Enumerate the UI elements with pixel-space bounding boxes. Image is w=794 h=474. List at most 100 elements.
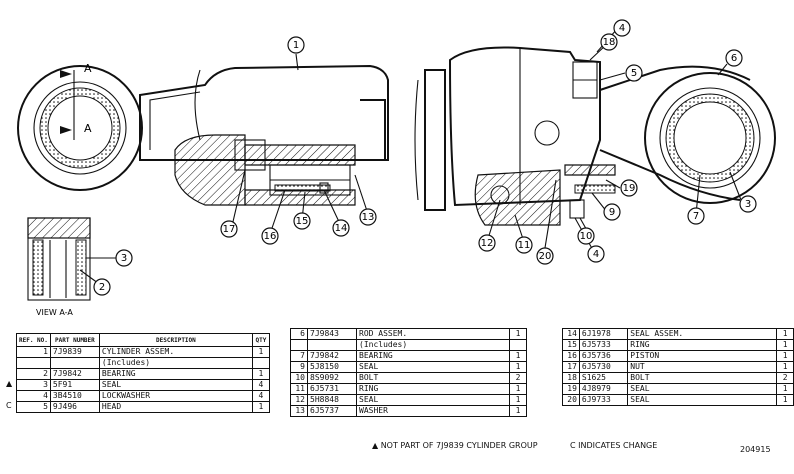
cell-ref: 6 — [290, 328, 308, 340]
cell-desc: SEAL — [627, 383, 778, 395]
cell-part: 6J5730 — [578, 361, 629, 373]
cell-part: 6J5737 — [307, 405, 357, 417]
cell-qty: 1 — [776, 383, 794, 395]
callout-circle — [625, 64, 643, 82]
cell-desc: HEAD — [98, 401, 253, 413]
cell-qty: 4 — [251, 379, 270, 391]
cell-ref: 19 — [562, 383, 580, 395]
cell-qty: 1 — [251, 401, 270, 413]
header-desc: DESCRIPTION — [98, 333, 253, 347]
callout-9: 10 — [577, 227, 595, 245]
callout-circle — [739, 195, 757, 213]
section-letter-bottom: A — [84, 122, 92, 135]
cell-desc: NUT — [627, 361, 778, 373]
callout-circle — [613, 19, 631, 37]
cell-desc: BOLT — [356, 372, 510, 384]
callout-12: 11 — [515, 236, 533, 254]
cell-qty: 4 — [251, 390, 270, 402]
cell-desc: RING — [627, 339, 778, 351]
callout-circle — [600, 33, 618, 51]
cell-desc: SEAL ASSEM. — [627, 328, 778, 340]
cell-desc: SEAL — [98, 379, 253, 391]
cell-ref: 2 — [16, 368, 51, 380]
callout-circle — [332, 219, 350, 237]
cell-ref — [16, 357, 51, 369]
callout-2: 18 — [600, 33, 618, 51]
callout-11: 20 — [536, 247, 554, 265]
cell-desc: SEAL — [356, 394, 510, 406]
callout-15: 16 — [261, 227, 279, 245]
cell-ref: 15 — [562, 339, 580, 351]
header-qty: QTY — [251, 333, 270, 347]
cell-ref: 4 — [16, 390, 51, 402]
row-marker: C — [6, 401, 12, 410]
callout-number: 15 — [296, 216, 309, 227]
cell-desc: BEARING — [356, 350, 510, 362]
cell-qty: 1 — [251, 368, 270, 380]
callout-number: 11 — [518, 240, 531, 251]
callout-number: 6 — [731, 53, 737, 64]
drawing-number: 204915 — [740, 445, 771, 454]
cell-part: 7J9842 — [49, 368, 100, 380]
cell-part — [49, 357, 100, 369]
row-marker: ▲ — [6, 379, 13, 388]
callout-number: 9 — [609, 207, 615, 218]
callout-6: 9 — [603, 203, 621, 221]
callout-8: 7 — [687, 207, 705, 225]
callout-circle — [687, 207, 705, 225]
cell-part: 9J496 — [49, 401, 100, 413]
cell-ref: 1 — [16, 346, 51, 358]
cell-desc: (Includes) — [98, 357, 253, 369]
footnote-not-part: ▲ NOT PART OF 7J9839 CYLINDER GROUP — [372, 441, 538, 450]
cell-desc: (Includes) — [356, 339, 510, 351]
cell-qty: 2 — [509, 372, 527, 384]
callout-circle — [93, 278, 111, 296]
cell-part: 7J9843 — [307, 328, 357, 340]
cell-part — [307, 339, 357, 351]
callout-number: 14 — [335, 223, 348, 234]
cell-part: 6J1978 — [578, 328, 629, 340]
cell-ref: 3 — [16, 379, 51, 391]
callout-circle — [220, 220, 238, 238]
callout-circle — [620, 179, 638, 197]
cell-desc: ROD ASSEM. — [356, 328, 510, 340]
cell-part: 6J5736 — [578, 350, 629, 362]
cell-desc: SEAL — [627, 394, 778, 406]
callout-13: 12 — [478, 234, 496, 252]
cell-part: 7J9842 — [307, 350, 357, 362]
callout-number: 20 — [539, 251, 552, 262]
callout-19: 3 — [115, 249, 133, 267]
cell-ref: 10 — [290, 372, 308, 384]
callout-number: 3 — [121, 253, 127, 264]
header-part: PART NUMBER — [49, 333, 100, 347]
cell-qty — [251, 357, 270, 369]
view-a-a-section — [27, 217, 91, 301]
cell-qty: 1 — [251, 346, 270, 358]
cell-part: 5H8848 — [307, 394, 357, 406]
cell-ref: 20 — [562, 394, 580, 406]
cell-ref: 16 — [562, 350, 580, 362]
callout-circle — [577, 227, 595, 245]
callout-number: 19 — [623, 183, 636, 194]
callout-18: 13 — [359, 208, 377, 226]
cell-desc: RING — [356, 383, 510, 395]
callout-number: 16 — [264, 231, 277, 242]
cell-qty: 1 — [509, 350, 527, 362]
cell-qty: 2 — [776, 372, 794, 384]
